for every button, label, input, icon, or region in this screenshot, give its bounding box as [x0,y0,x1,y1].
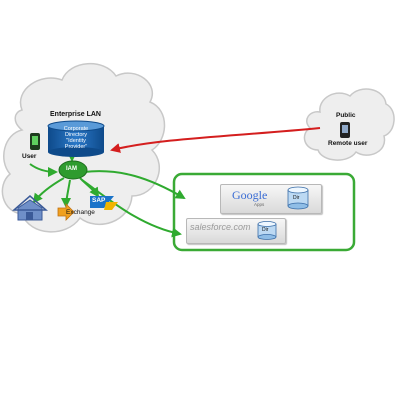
green-arrows [29,152,186,238]
red-arrow-remote-to-idp [110,127,321,153]
application-icon [12,195,48,221]
salesforce-logo: salesforce.com [190,222,251,232]
iam-label: IAM [66,166,77,172]
exchange-icon [57,203,75,221]
idp-line-3: "Identity [66,138,86,144]
idp-line-4: Provider" [64,144,88,150]
arrow-iam-to-salesforce [81,179,182,238]
google-logo: Google [232,188,268,202]
idp-label: Corporate Directory "Identity Provider" [50,126,102,150]
identity-provider-database [47,120,105,157]
arrow-iam-to-sap [79,177,100,198]
google-apps-sub: Apps [254,202,265,207]
exchange-label: Exchange [66,209,95,216]
iam-node [58,160,88,180]
public-title: Public [336,112,356,119]
enterprise-lan-title: Enterprise LAN [50,111,101,118]
idp-line-2: Directory [64,132,87,138]
google-dir-label: Dir [293,195,300,201]
salesforce-dir-label: Dir [262,227,269,233]
remote-user-device-icon [340,122,350,138]
sap-logo [90,196,118,210]
sap-label: SAP [92,197,106,204]
remote-user-label: Remote user [328,140,368,147]
user-device-icon [30,133,40,150]
arrow-iam-to-google [83,170,186,200]
idp-line-1: Corporate [63,126,89,132]
arrow-user-to-iam [29,163,58,177]
user-label: User [22,153,37,160]
